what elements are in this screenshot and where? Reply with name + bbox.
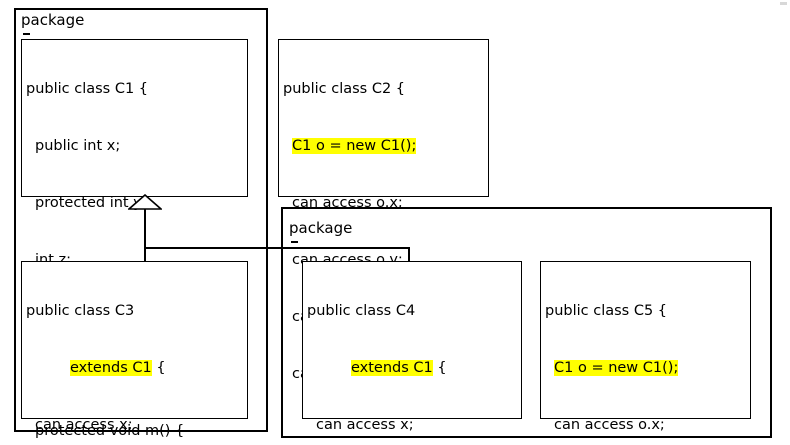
class-C2-highlight: C1 o = new C1(); — [292, 138, 417, 154]
class-box-C5: public class C5 { C1 o = new C1(); can a… — [540, 261, 751, 433]
class-C2-line-0: C1 o = new C1(); — [283, 137, 488, 156]
package-1-tick-icon — [23, 33, 30, 35]
class-C1-header: public class C1 { — [26, 81, 149, 97]
package-1-label: package — [21, 11, 85, 29]
package-2-boundary — [281, 207, 772, 438]
package-2-tick-icon — [291, 241, 298, 243]
class-C4-extends-highlight: extends C1 — [351, 360, 433, 376]
generalization-drop-c3 — [144, 247, 146, 263]
generalization-bar-horizontal — [144, 247, 410, 249]
class-C3-extends-line: extends C1 { — [26, 359, 247, 378]
class-C5-line-1: can access o.x; — [554, 417, 665, 433]
class-C2-header: public class C2 { — [283, 81, 406, 97]
class-C4-header: public class C4 — [307, 303, 416, 319]
class-C1-line-0: public int x; — [35, 138, 121, 154]
generalization-stem-vertical — [144, 205, 146, 249]
package-1-boundary — [14, 8, 268, 432]
class-C2-line-1: can access o.x; — [292, 195, 403, 211]
class-C3-header: public class C3 — [26, 303, 135, 319]
class-box-C2: public class C2 { C1 o = new C1(); can a… — [278, 39, 489, 382]
class-box-C4: public class C4 extends C1 { can access … — [302, 261, 522, 433]
corner-artifact — [780, 2, 787, 5]
class-C1-line-5: protected void m() { — [35, 423, 185, 439]
class-C5-line-0: C1 o = new C1(); — [545, 359, 750, 378]
class-C5-highlight: C1 o = new C1(); — [554, 360, 679, 376]
generalization-arrowhead-icon — [128, 194, 162, 210]
class-C4-line-0: can access x; — [316, 417, 414, 433]
class-C3-extends-highlight: extends C1 — [70, 360, 152, 376]
class-C3-line-0: can access x; — [35, 417, 133, 433]
class-C3-brace: { — [151, 360, 166, 376]
generalization-drop-c4 — [408, 247, 410, 263]
class-C4-brace: { — [432, 360, 447, 376]
class-C4-extends-line: extends C1 { — [307, 359, 521, 378]
class-box-C3: public class C3 extends C1 { can access … — [21, 261, 248, 433]
class-box-C1: public class C1 { public int x; protecte… — [21, 39, 248, 439]
package-2-label: package — [289, 219, 353, 237]
class-C5-header: public class C5 { — [545, 303, 668, 319]
